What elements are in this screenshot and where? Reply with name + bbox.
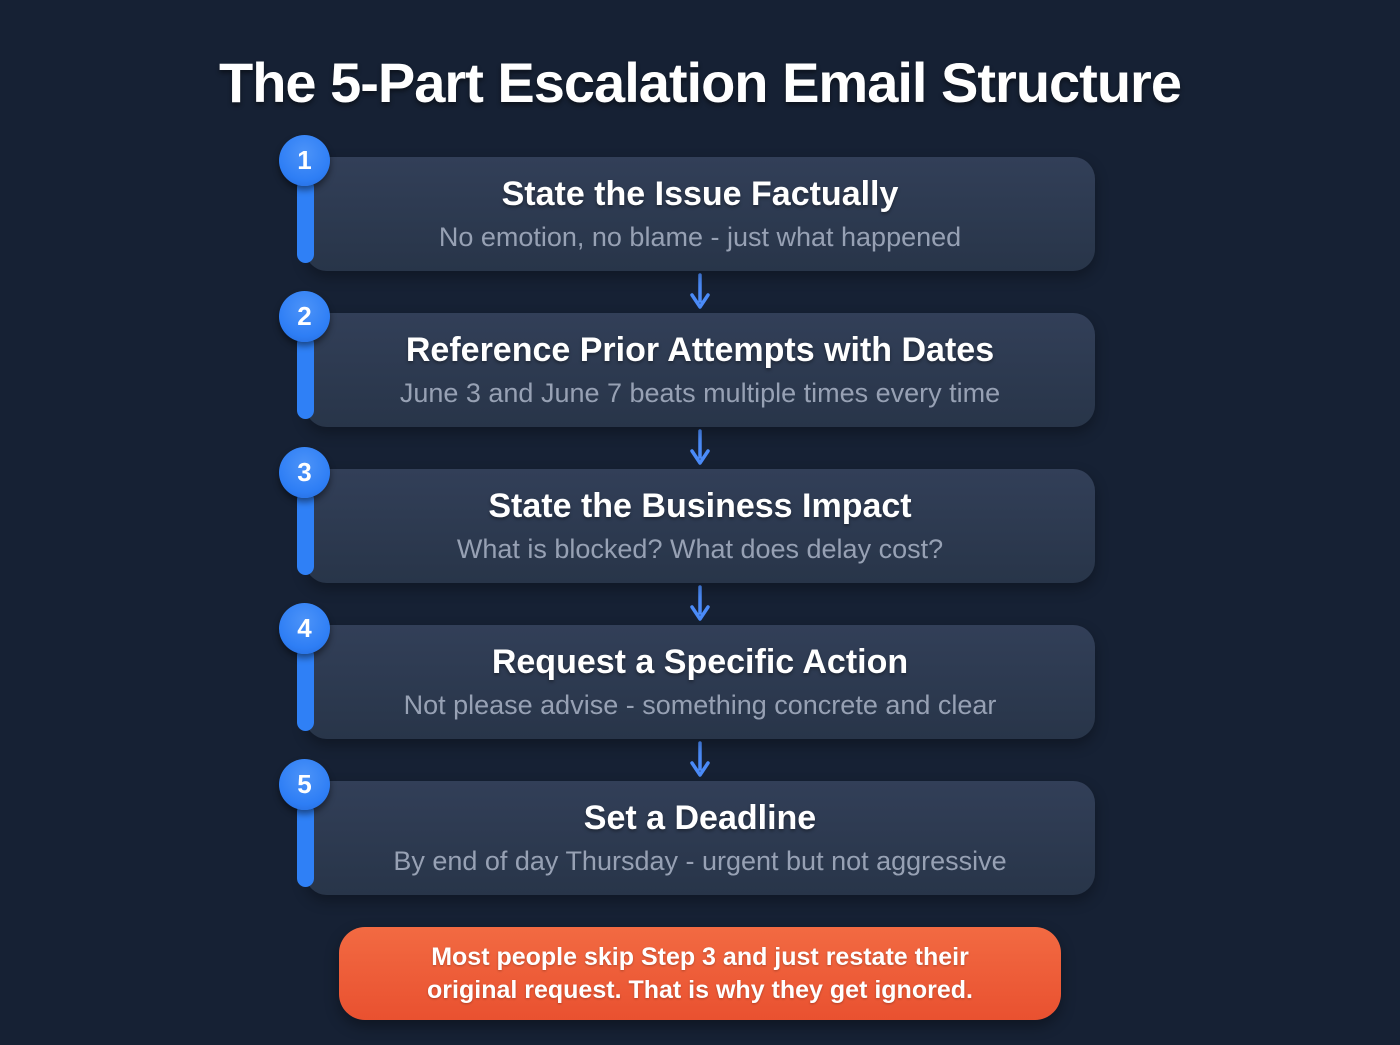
step-subtitle: What is blocked? What does delay cost?	[456, 534, 944, 565]
step-subtitle: No emotion, no blame - just what happene…	[438, 222, 962, 253]
step-number: 2	[297, 301, 312, 331]
step-accent-bar	[297, 803, 314, 887]
step-number-badge: 4	[279, 603, 330, 654]
step-card-5: 5 Set a Deadline By end of day Thursday …	[279, 759, 1095, 895]
step-card-2: 2 Reference Prior Attempts with Dates Ju…	[279, 291, 1095, 427]
page-title: The 5-Part Escalation Email Structure	[219, 51, 1182, 114]
step-accent-bar	[297, 491, 314, 575]
step-card-4: 4 Request a Specific Action Not please a…	[279, 603, 1095, 739]
step-title: Reference Prior Attempts with Dates	[405, 331, 995, 370]
step-title: State the Issue Factually	[501, 175, 899, 214]
step-accent-bar	[297, 179, 314, 263]
step-title: Set a Deadline	[583, 799, 817, 838]
step-number: 4	[297, 613, 312, 643]
step-title: Request a Specific Action	[491, 643, 909, 682]
step-subtitle: June 3 and June 7 beats multiple times e…	[399, 378, 1001, 409]
step-number: 5	[297, 769, 312, 799]
callout-banner: Most people skip Step 3 and just restate…	[339, 927, 1061, 1020]
step-number-badge: 2	[279, 291, 330, 342]
arrow-down-icon	[687, 583, 713, 625]
step-accent-bar	[297, 335, 314, 419]
step-number: 1	[297, 145, 312, 175]
step-accent-bar	[297, 647, 314, 731]
callout-text: Most people skip Step 3 and just restate…	[427, 943, 973, 1004]
step-subtitle: By end of day Thursday - urgent but not …	[393, 846, 1007, 877]
step-subtitle: Not please advise - something concrete a…	[403, 690, 997, 721]
step-number-badge: 1	[279, 135, 330, 186]
step-number-badge: 3	[279, 447, 330, 498]
arrow-down-icon	[687, 271, 713, 313]
arrow-down-icon	[687, 739, 713, 781]
step-card-1: 1 State the Issue Factually No emotion, …	[279, 135, 1095, 271]
step-card-3: 3 State the Business Impact What is bloc…	[279, 447, 1095, 583]
step-number-badge: 5	[279, 759, 330, 810]
step-number: 3	[297, 457, 312, 487]
step-title: State the Business Impact	[488, 487, 912, 526]
arrow-down-icon	[687, 427, 713, 469]
steps-column: 1 State the Issue Factually No emotion, …	[279, 135, 1095, 895]
